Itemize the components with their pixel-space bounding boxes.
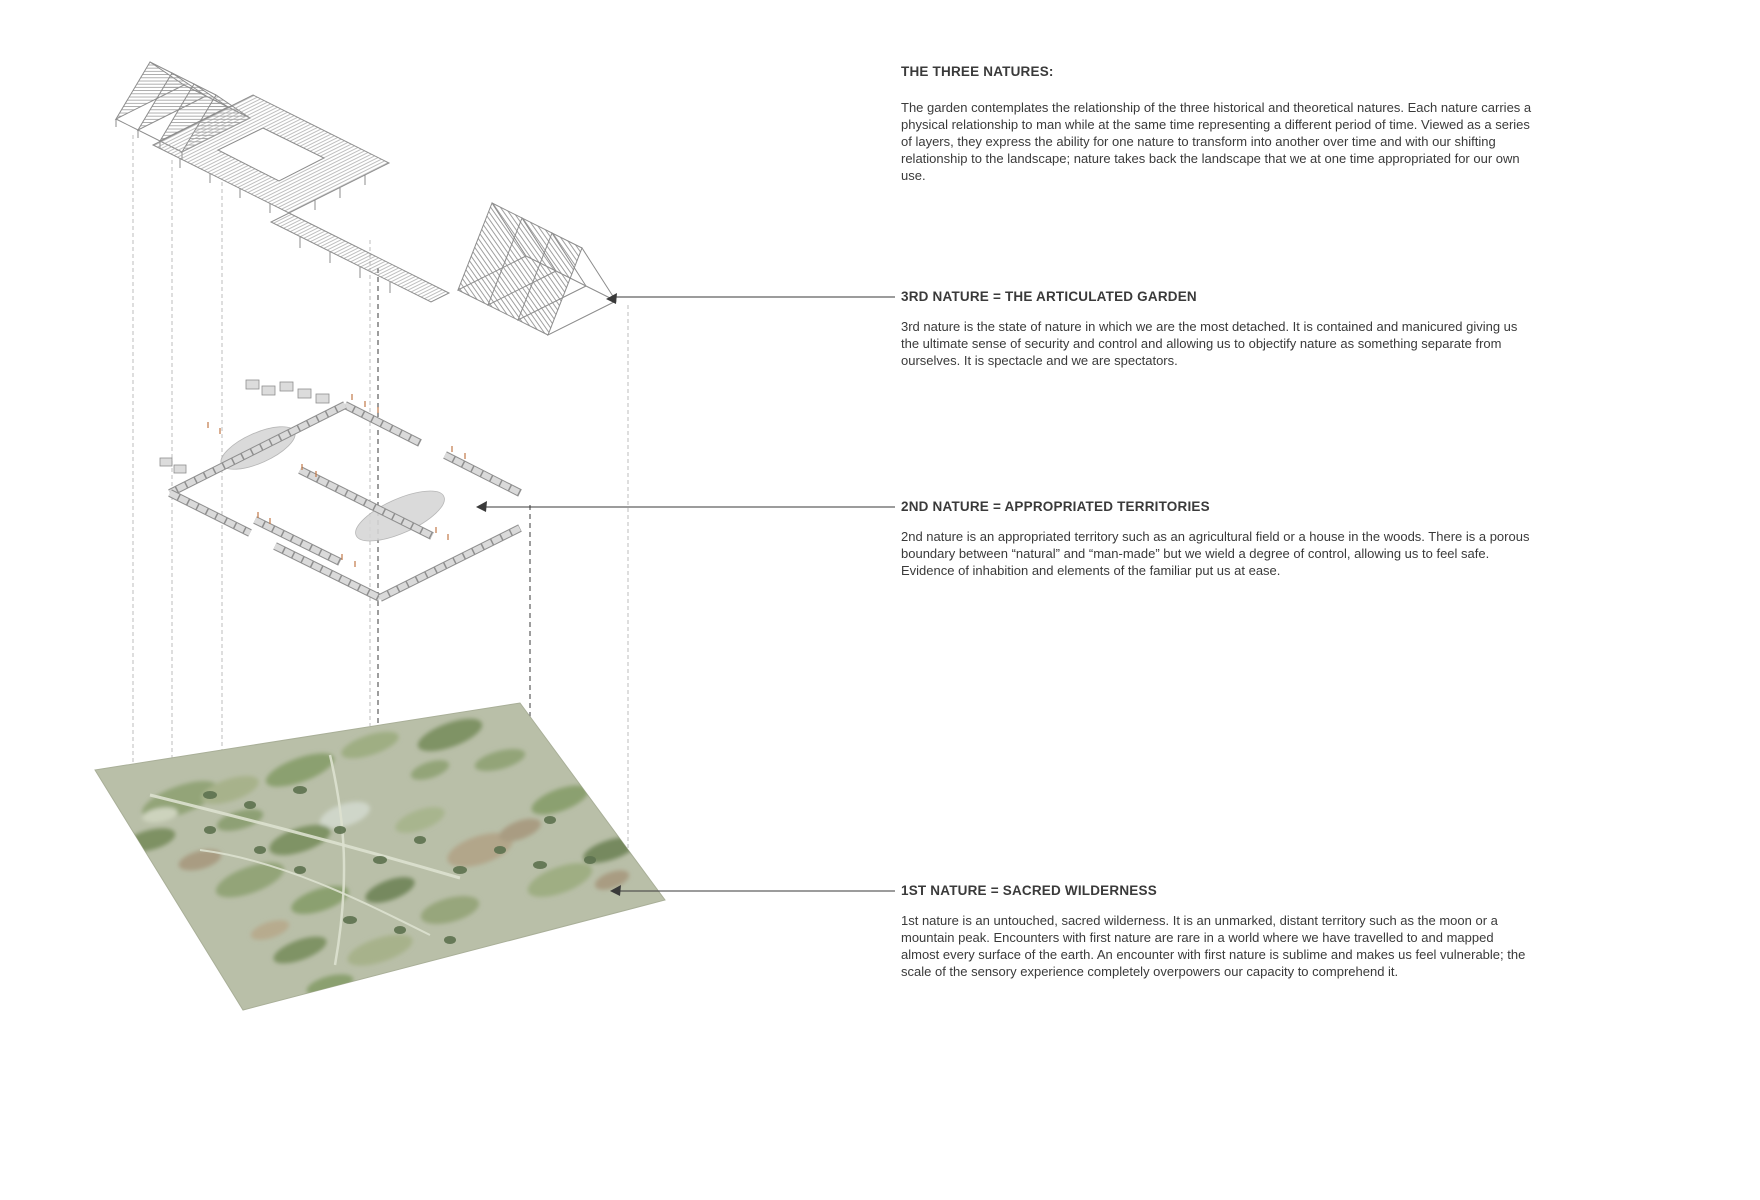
layer-3rd-nature-structure — [114, 61, 617, 337]
leader-lines — [476, 293, 895, 896]
section-body-2nd-nature: 2nd nature is an appropriated territory … — [901, 529, 1530, 578]
site-trails — [149, 754, 461, 966]
wall-plantings — [207, 394, 466, 567]
section-body-3rd-nature: 3rd nature is the state of nature in whi… — [901, 319, 1518, 368]
board-title: THE THREE NATURES: — [901, 64, 1054, 79]
deck-courtyard-ring — [151, 94, 391, 214]
leader-arrow-1st — [610, 885, 621, 896]
layer-2nd-nature-walls — [159, 379, 522, 602]
layer-1st-nature-site-plan — [94, 702, 666, 1011]
section-3rd-nature: 3RD NATURE = THE ARTICULATED GARDEN 3rd … — [901, 289, 1533, 370]
section-body-1st-nature: 1st nature is an untouched, sacred wilde… — [901, 913, 1526, 979]
tree-clusters — [203, 786, 596, 944]
section-2nd-nature: 2ND NATURE = APPROPRIATED TERRITORIES 2n… — [901, 499, 1533, 580]
section-heading-3rd-nature: 3RD NATURE = THE ARTICULATED GARDEN — [901, 289, 1197, 304]
vegetation-texture — [124, 718, 637, 996]
leader-arrow-2nd — [476, 501, 487, 512]
section-heading-1st-nature: 1ST NATURE = SACRED WILDERNESS — [901, 883, 1157, 898]
boardwalk-arm — [269, 212, 451, 303]
section-1st-nature: 1ST NATURE = SACRED WILDERNESS 1st natur… — [901, 883, 1533, 981]
leader-arrow-3rd — [606, 293, 617, 304]
stone-block-cluster — [159, 379, 330, 474]
intro-paragraph: The garden contemplates the relationship… — [901, 100, 1532, 183]
pergola-right — [457, 201, 617, 337]
section-heading-2nd-nature: 2ND NATURE = APPROPRIATED TERRITORIES — [901, 499, 1210, 514]
stone-wall-segments — [168, 401, 522, 602]
